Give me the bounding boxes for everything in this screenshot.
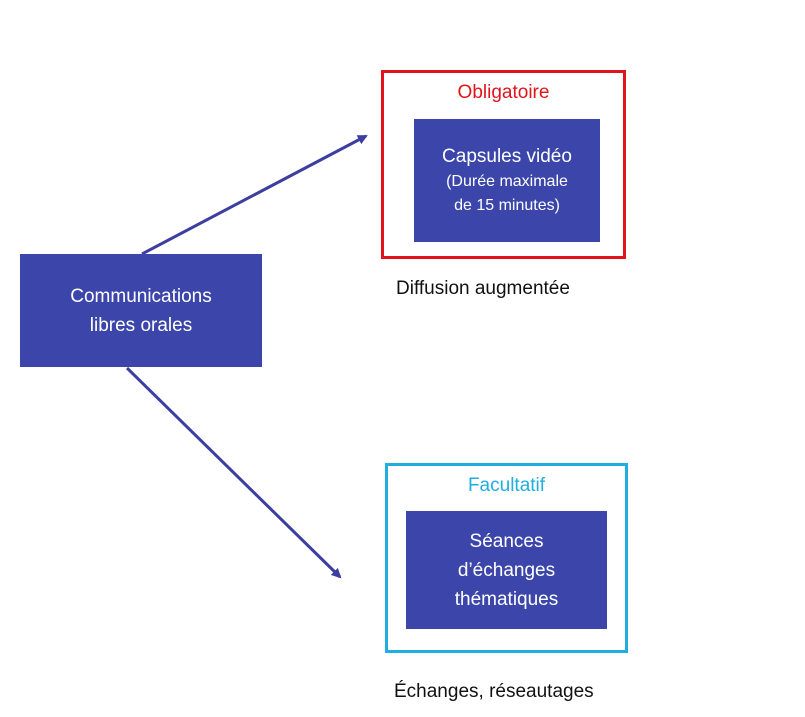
source-line-1: Communications bbox=[70, 285, 212, 307]
mandatory-caption: Diffusion augmentée bbox=[396, 278, 570, 299]
optional-label: Facultatif bbox=[467, 475, 546, 496]
video-capsules-box: Capsules vidéo (Durée maximale de 15 min… bbox=[414, 119, 600, 242]
arrow-right-up-icon bbox=[141, 134, 368, 256]
source-box: Communications libres orales bbox=[20, 254, 262, 367]
mandatory-label: Obligatoire bbox=[457, 82, 550, 103]
arrow-right-down-icon bbox=[125, 366, 342, 579]
source-line-2: libres orales bbox=[89, 314, 193, 336]
sessions-line-2: d’échanges bbox=[457, 559, 556, 581]
optional-frame: Facultatif Séances d’échanges thématique… bbox=[385, 463, 628, 653]
thematic-sessions-box: Séances d’échanges thématiques bbox=[406, 511, 607, 629]
optional-caption: Échanges, réseautages bbox=[394, 681, 594, 702]
video-capsules-title: Capsules vidéo bbox=[442, 145, 572, 167]
sessions-line-1: Séances bbox=[469, 530, 544, 552]
video-duration-line-2: de 15 minutes) bbox=[454, 196, 560, 214]
sessions-line-3: thématiques bbox=[454, 588, 559, 610]
mandatory-frame: Obligatoire Capsules vidéo (Durée maxima… bbox=[381, 70, 626, 259]
video-duration-line-1: (Durée maximale bbox=[446, 172, 568, 190]
